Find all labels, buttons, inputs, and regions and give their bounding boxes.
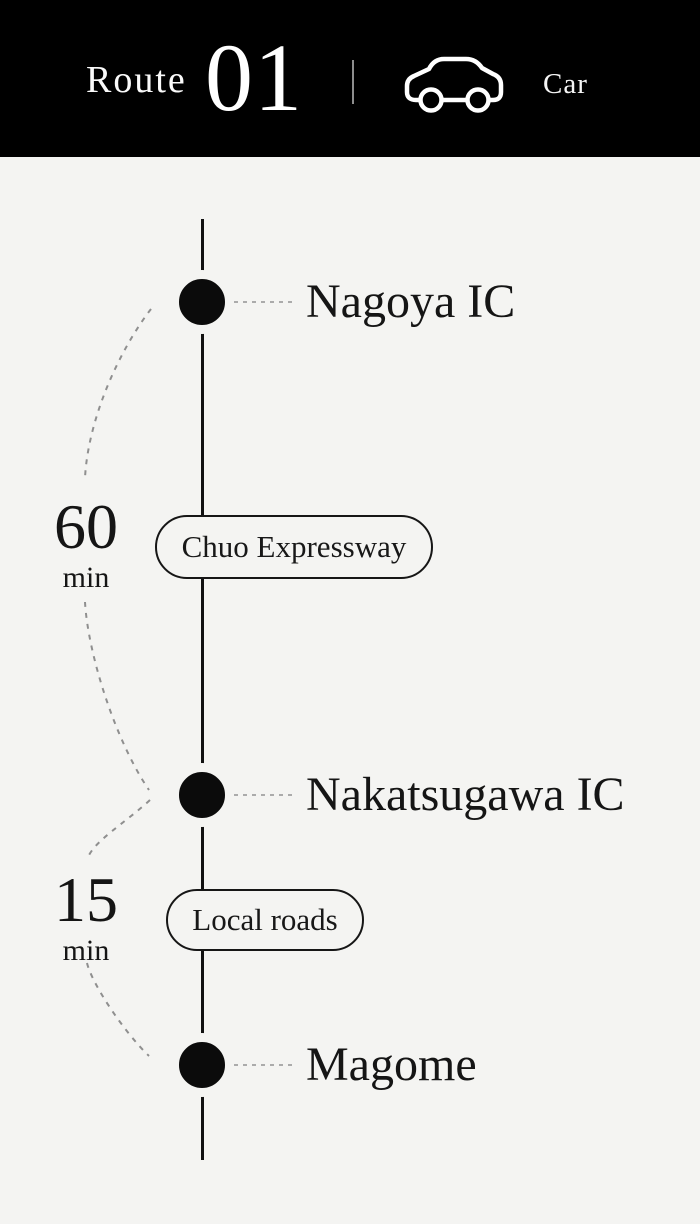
station-dot-magome	[170, 1033, 234, 1097]
road-badge-label: Chuo Expressway	[181, 529, 407, 564]
bracket-15min-upper	[86, 799, 151, 861]
header-divider	[352, 60, 354, 104]
duration-value: 60	[54, 491, 118, 562]
road-badge-local-roads: Local roads	[166, 889, 364, 951]
bracket-60min-lower	[84, 601, 150, 791]
route-header: Route 01 Car	[0, 0, 700, 157]
route-number: 01	[205, 24, 303, 131]
timeline-graphics	[84, 219, 293, 1160]
station-label-nakatsugawa-ic: Nakatsugawa IC	[306, 768, 625, 821]
duration-15min: 15 min	[24, 868, 148, 966]
bracket-60min-upper	[84, 308, 152, 479]
station-label-magome: Magome	[306, 1038, 477, 1091]
route-label: Route	[86, 59, 187, 101]
car-icon	[402, 50, 506, 114]
transport-mode-label: Car	[543, 68, 588, 100]
bracket-15min-lower	[86, 962, 150, 1057]
route-diagram: Chuo Expressway Local roads Nagoya IC Na…	[0, 157, 700, 1224]
station-dot-nagoya-ic	[170, 270, 234, 334]
station-dot-nakatsugawa-ic	[170, 763, 234, 827]
duration-unit: min	[62, 934, 110, 967]
duration-unit: min	[62, 561, 110, 594]
road-badge-chuo-expressway: Chuo Expressway	[155, 515, 433, 579]
duration-value: 15	[54, 864, 118, 935]
road-badge-label: Local roads	[192, 902, 338, 937]
duration-60min: 60 min	[24, 495, 148, 593]
station-label-nagoya-ic: Nagoya IC	[306, 275, 516, 328]
